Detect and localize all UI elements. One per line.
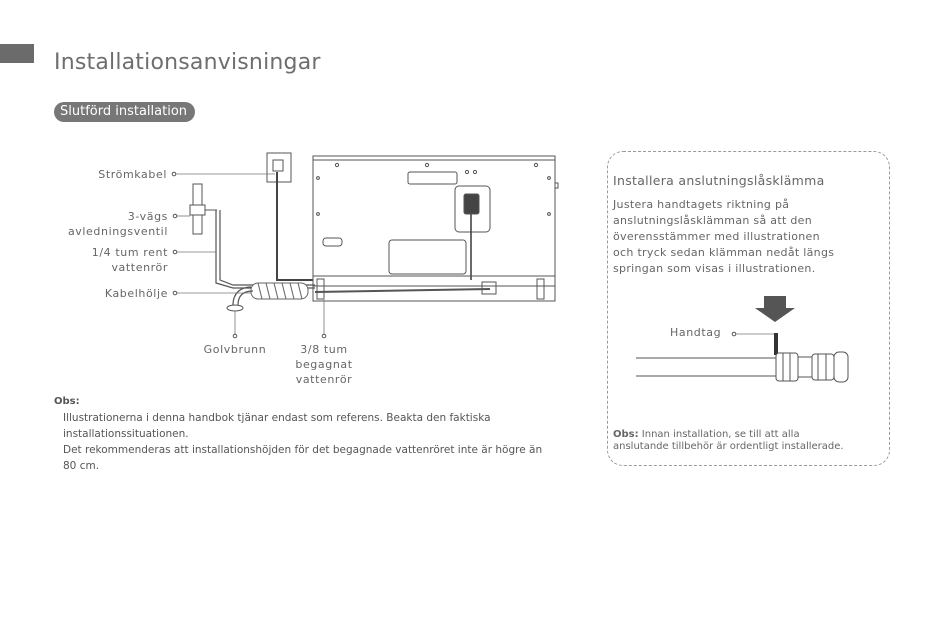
lock-connector: [775, 351, 849, 383]
label-floor-drain: Golvbrunn: [203, 343, 267, 356]
down-arrow-icon: [755, 296, 795, 322]
notes-line: Illustrationerna i denna handbok tjänar …: [63, 412, 491, 424]
dishwasher-unit: [312, 155, 556, 302]
panel-note: Obs: Innan installation, se till att all…: [613, 429, 844, 452]
label-power-cable: Strömkabel: [98, 168, 167, 181]
wall-socket: [266, 152, 292, 183]
label-used-water-pipe: 3/8 tum begagnat vattenrör: [295, 343, 353, 386]
panel-body: Justera handtagets riktning på anslutnin…: [613, 198, 835, 275]
handle: [774, 333, 778, 355]
page-side-tab: [0, 44, 34, 63]
label-cable-sleeve: Kabelhölje: [104, 287, 168, 300]
clamp-instructions-panel: Installera anslutningslåsklämma Justera …: [607, 151, 890, 466]
notes-heading: Obs:: [54, 396, 80, 407]
cable-sleeve: [250, 282, 309, 300]
notes: Obs: Illustrationerna i denna handbok tj…: [54, 394, 564, 474]
clean-water-pipe: [215, 210, 315, 289]
label-three-way-valve: 3-vägs avledningsventil: [67, 210, 168, 238]
label-clean-water-pipe: 1/4 tum rent vattenrör: [91, 246, 168, 274]
notes-line: Det rekommenderas att installationshöjde…: [63, 444, 543, 456]
label-handle: Handtag: [670, 326, 722, 339]
outlet-panel: [454, 185, 491, 233]
notes-line: 80 cm.: [63, 460, 100, 472]
panel-title: Installera anslutningslåsklämma: [613, 173, 825, 188]
notes-line: installationssituationen.: [63, 428, 189, 440]
section-label: Slutförd installation: [54, 102, 196, 122]
page-title: Installationsanvisningar: [54, 50, 321, 75]
floor-drain: [226, 304, 244, 312]
drain-hose: [237, 290, 254, 306]
